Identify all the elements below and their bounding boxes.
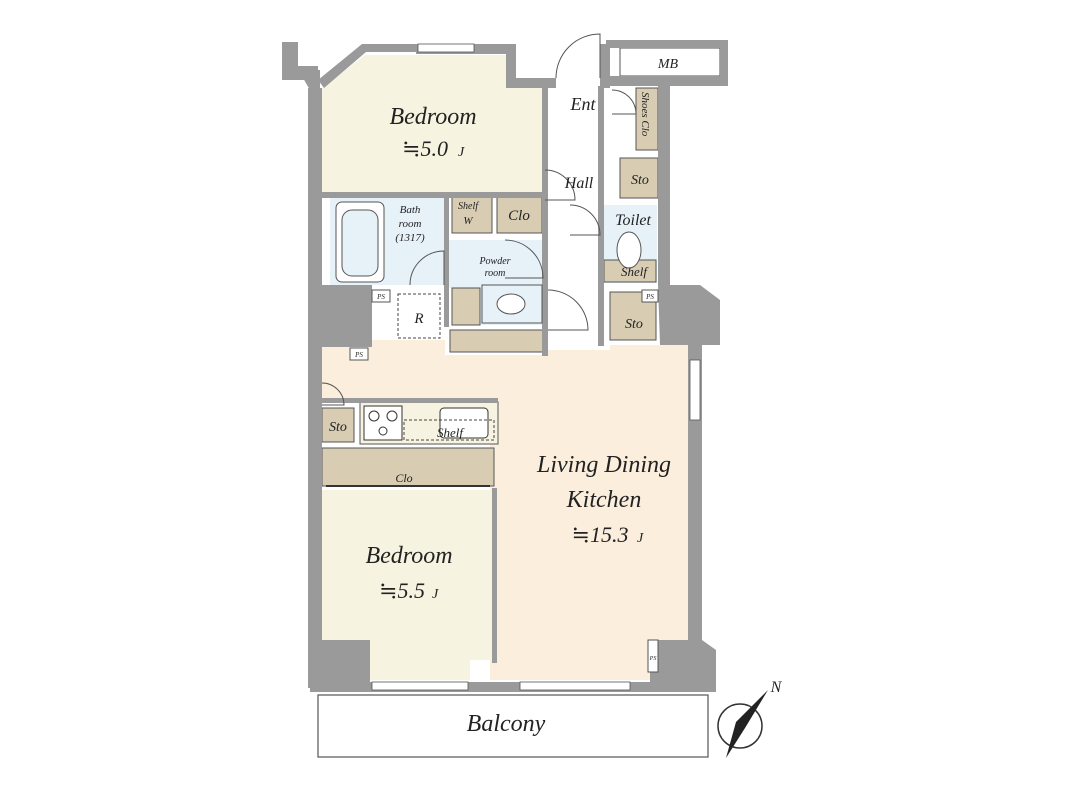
washbasin — [496, 293, 526, 315]
sto-hall-box — [619, 157, 659, 199]
compass-needle — [726, 690, 768, 758]
powder-shelf-bottom — [449, 329, 546, 353]
shelf-w-shelf-label: Shelf — [458, 201, 479, 212]
balcony-area — [317, 694, 709, 758]
entrance-label: Ent — [570, 94, 597, 114]
burner-3 — [378, 426, 388, 436]
wall-hall-left — [542, 86, 548, 356]
shoes-clo-label: Shoes Clo — [639, 92, 651, 137]
ps-label-1: PS — [376, 293, 385, 301]
window-bedroom-south — [371, 681, 469, 691]
ldk-label-line2: Kitchen — [566, 487, 642, 513]
bathtub-inner — [341, 209, 379, 277]
ps-label-3: PS — [645, 293, 654, 301]
door-kitchen-sto — [321, 382, 345, 406]
clo-bedroom-box — [321, 447, 495, 487]
sto-hall-label: Sto — [631, 173, 649, 188]
wall-east-main — [688, 345, 702, 690]
wall-west-block-top — [320, 285, 372, 347]
wall-bath-top — [320, 192, 545, 198]
bedroom-north-unit: J — [458, 145, 465, 160]
bedroom-south-area — [320, 490, 495, 680]
kitchen-sink — [439, 407, 489, 439]
ps-label-2: PS — [354, 351, 363, 359]
bedroom-north-area: ≒5.0 — [402, 136, 448, 161]
ldk-area — [320, 340, 690, 680]
door-bath — [409, 250, 445, 286]
door-hall-ldk — [547, 289, 589, 331]
wall-west-block-bottom — [320, 640, 370, 688]
ldk-unit: J — [637, 531, 644, 546]
powder-label-1: Powder — [478, 256, 510, 267]
shelf-under-powder — [451, 287, 481, 326]
ps-box-3 — [641, 289, 659, 303]
shelf-kitchen-label: Shelf — [437, 425, 465, 440]
wall-west-main — [308, 88, 322, 688]
window-ldk-south — [519, 681, 631, 691]
bathroom-label-1: Bath — [400, 204, 421, 216]
sto-kitchen-box — [321, 407, 355, 443]
clo-bath-box — [496, 194, 543, 234]
mb-label: MB — [657, 57, 679, 72]
burner-1 — [368, 410, 380, 422]
bedroom-north-area — [320, 55, 545, 195]
wall-east-corner — [658, 285, 720, 345]
clo-bedroom-label: Clo — [395, 471, 412, 485]
bathroom-label-2: room — [399, 218, 422, 230]
stove — [363, 405, 403, 441]
fridge-label: R — [413, 311, 423, 327]
window-north — [417, 43, 475, 53]
wall-south — [310, 682, 716, 692]
ldk-area: ≒15.3 — [572, 522, 629, 547]
door-hall-west — [544, 169, 576, 201]
wall-mb-top — [606, 40, 726, 48]
ps-label-4: PS — [649, 656, 657, 662]
compass — [717, 690, 768, 758]
toilet-bowl — [616, 231, 642, 269]
wall-north-diag — [318, 44, 416, 88]
wall-east-upper — [658, 86, 670, 286]
wall-kitchen-top — [320, 398, 498, 403]
hall-label: Hall — [564, 175, 594, 192]
sto-kitchen-label: Sto — [329, 420, 347, 435]
door-shoes — [611, 89, 637, 115]
bedroom-south-unit: J — [432, 587, 439, 602]
door-toilet — [569, 204, 601, 236]
kitchen-shelf-line — [403, 419, 495, 441]
wall-ent-right — [600, 44, 610, 88]
wall-hall-right — [598, 86, 604, 346]
bedroom-south-area: ≒5.5 — [379, 578, 425, 603]
powder-counter — [481, 284, 543, 324]
shelf-w-w-label: W — [463, 215, 473, 227]
wall-bedroom-divider — [492, 488, 497, 663]
compass-north-label: N — [770, 679, 783, 696]
shelf-toilet-label: Shelf — [621, 264, 649, 279]
fridge-space — [397, 293, 441, 339]
toilet-label: Toilet — [615, 212, 651, 229]
shelf-w-box — [451, 196, 493, 234]
powder-label-2: room — [485, 268, 506, 279]
ps-box-4 — [647, 639, 659, 673]
wall-north-step — [506, 44, 556, 88]
wall-north-left — [282, 42, 318, 80]
bedroom-north-label: Bedroom — [389, 104, 476, 130]
ldk-label-line1: Living Dining — [536, 452, 671, 478]
door-powder — [504, 239, 544, 279]
wall-east-bottom — [650, 640, 716, 690]
sto-lower-right-label: Sto — [625, 317, 643, 332]
wall-ent-bottom — [606, 76, 728, 86]
bathroom-label-3: (1317) — [395, 232, 425, 244]
ps-box-2 — [349, 347, 369, 361]
door-entrance — [555, 33, 601, 79]
ps-box-1 — [371, 289, 391, 303]
balcony-label: Balcony — [467, 711, 546, 737]
wall-mb-right — [720, 40, 728, 86]
bedroom-south-label: Bedroom — [365, 543, 452, 569]
clo-bath-label: Clo — [508, 208, 530, 224]
window-east — [689, 359, 701, 421]
wall-bath-right — [444, 197, 449, 327]
burner-2 — [386, 410, 398, 422]
